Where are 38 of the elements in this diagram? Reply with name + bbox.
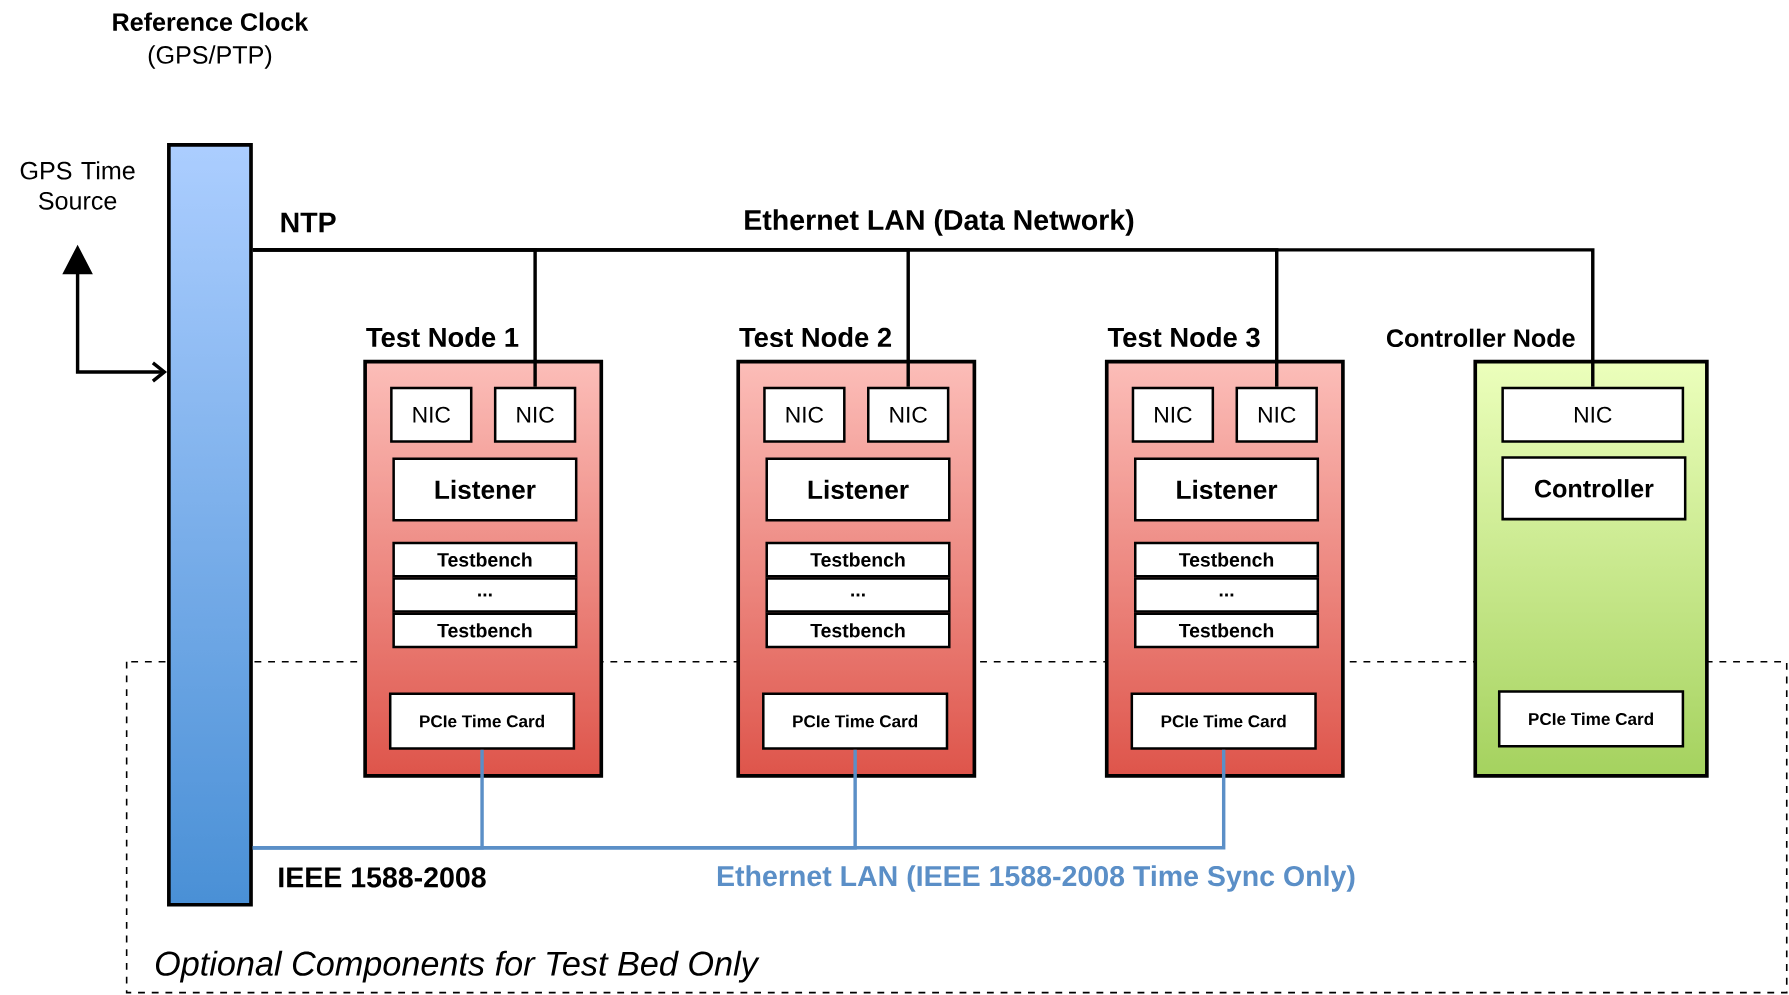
region-caption: Optional Components for Test Bed Only (156, 950, 760, 983)
component-box: PCIe Time Card (388, 692, 576, 750)
heading: Test Node 2 (739, 327, 892, 348)
connector-line (252, 749, 1226, 850)
component-box: Testbench (392, 541, 578, 578)
component-box: PCIe Time Card (1130, 692, 1317, 750)
network-label: Ethernet LAN (IEEE 1588-2008 Time Sync Only) (717, 865, 1355, 892)
component-box: NIC (1235, 386, 1318, 443)
component-box: NIC (867, 386, 950, 443)
heading: Test Node 3 (1107, 327, 1260, 348)
component-box: Listener (392, 457, 578, 522)
component-box: Testbench (392, 612, 578, 649)
component-box: NIC (493, 386, 577, 443)
heading: Reference Clock (113, 12, 309, 31)
component-box: Testbench (765, 541, 951, 578)
component-box: Listener (1134, 457, 1320, 522)
component-box: Testbench (1134, 612, 1320, 649)
heading: Test Node 1 (366, 327, 519, 348)
source-label: GPS Time Source (20, 161, 135, 210)
component-box: NIC (1131, 386, 1215, 443)
component-box: Testbench (765, 612, 951, 649)
network-label: NTP (281, 212, 336, 233)
network-label: Ethernet LAN (Data Network) (745, 209, 1134, 236)
component-box: Listener (765, 457, 951, 522)
component-box: PCIe Time Card (1497, 690, 1685, 748)
heading: Controller Node (1386, 328, 1575, 348)
component-box: ... (765, 577, 951, 613)
component-box: Testbench (1134, 541, 1320, 578)
network-label: IEEE 1588-2008 (279, 867, 486, 888)
component-box: NIC (390, 386, 473, 443)
component-box: Controller (1501, 456, 1687, 521)
component-box: NIC (1501, 386, 1685, 443)
component-box: ... (1134, 577, 1320, 613)
connector-line (252, 248, 1595, 387)
component-box: PCIe Time Card (762, 692, 949, 750)
heading: (GPS/PTP) (148, 45, 272, 69)
component-box: NIC (763, 386, 846, 443)
component-box: ... (392, 577, 578, 613)
